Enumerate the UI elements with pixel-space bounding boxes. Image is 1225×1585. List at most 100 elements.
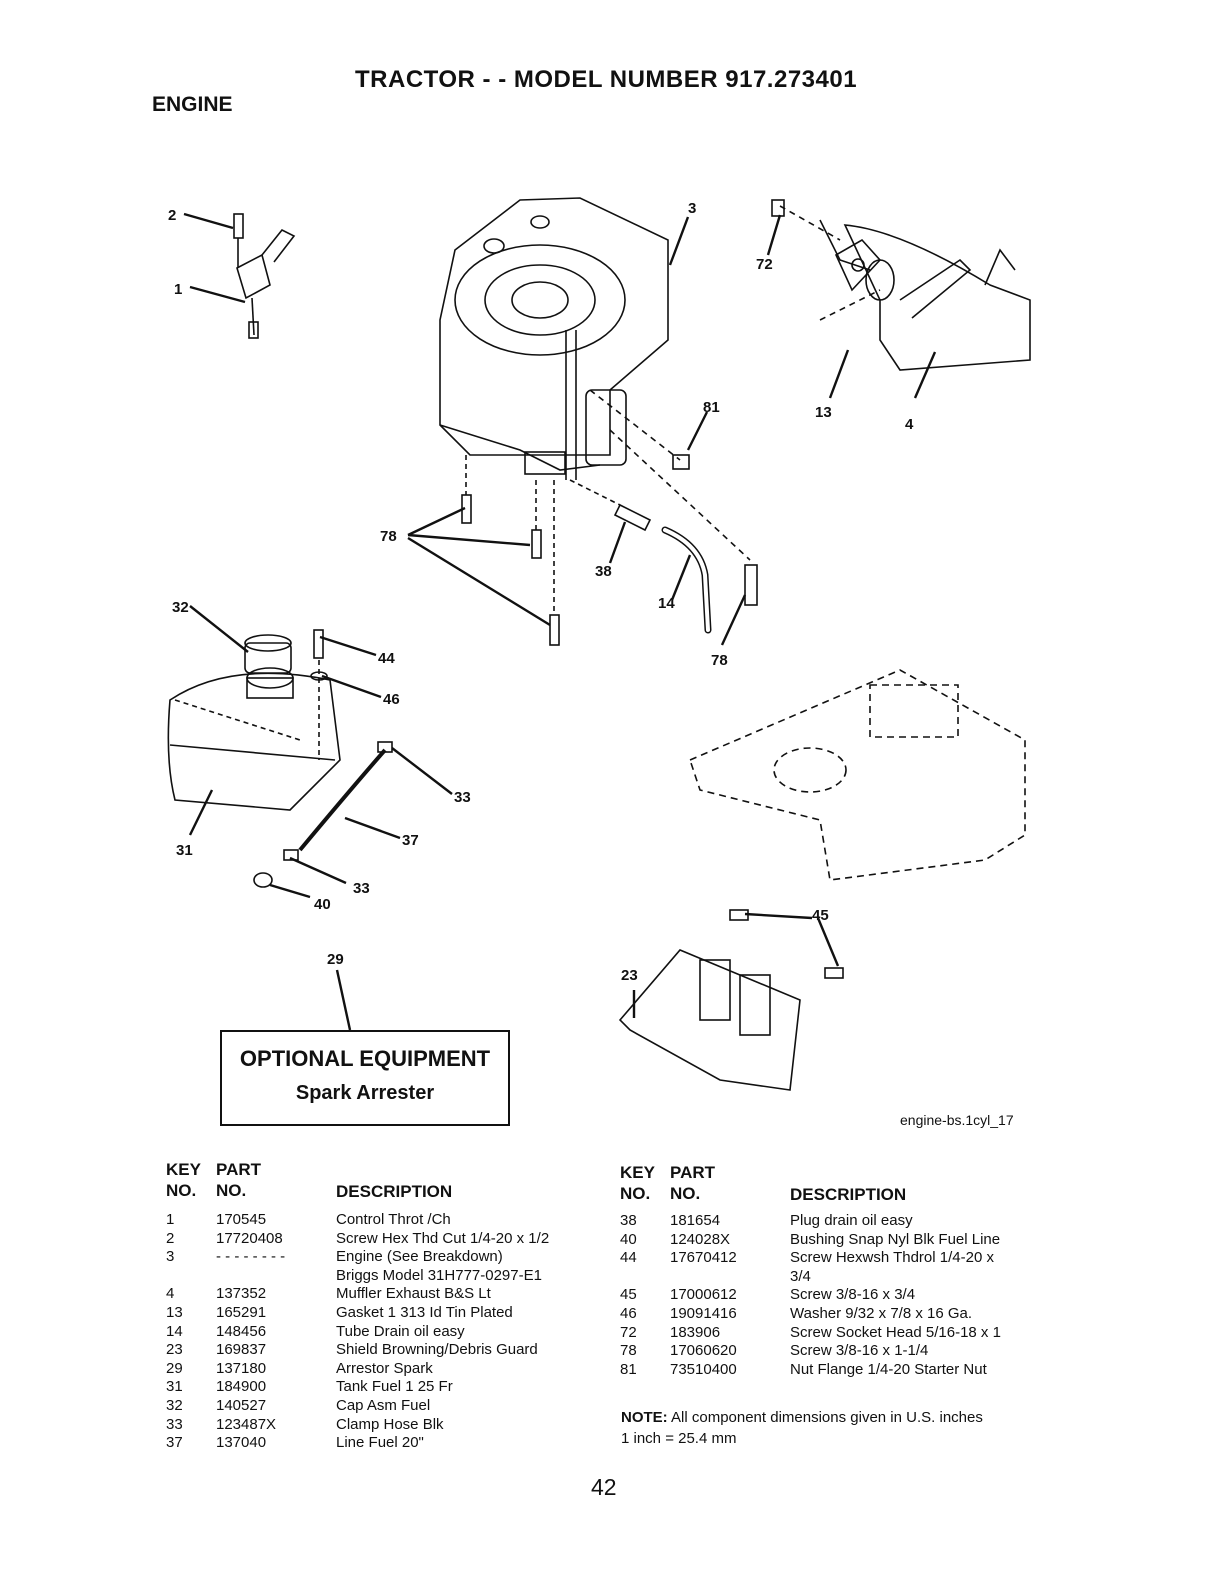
callout-13: 13 [815,404,832,421]
page-number: 42 [591,1474,617,1500]
description-cell: Line Fuel 20" [336,1434,424,1452]
key-cell: 81 [620,1360,637,1378]
fuel-tank-drawing [167,667,341,811]
key-cell: 45 [620,1286,637,1304]
frame-drawing [689,669,1026,881]
description-cell: Tank Fuel 1 25 Fr [336,1378,453,1396]
key-cell: 33 [166,1415,183,1433]
key-cell: 23 [166,1341,183,1359]
part-number-cell: 169837 [216,1341,267,1359]
section-title: ENGINE [152,93,233,116]
callout-45: 45 [812,907,829,924]
part-number-cell: 17060620 [670,1342,737,1360]
callout-33: 33 [454,789,471,806]
part-number-cell: 165291 [216,1304,267,1321]
description-cell: Engine (See Breakdown) [336,1248,503,1266]
key-cell: 1 [166,1211,175,1228]
part-number-cell: 137352 [216,1285,267,1303]
part-number-cell: 184900 [216,1378,267,1396]
description-cell: Muffler Exhaust B&S Lt [336,1285,491,1303]
description-cell: Nut Flange 1/4-20 Starter Nut [790,1360,987,1378]
note-text: All component dimensions given in U.S. i… [671,1409,983,1426]
callout-38: 38 [595,563,612,580]
description-cell: Briggs Model 31H777-0297-E1 [336,1266,542,1284]
callout-4: 4 [905,416,914,433]
callout-29: 29 [327,951,344,968]
description-cell: Bushing Snap Nyl Blk Fuel Line [790,1230,1001,1248]
note-label: NOTE: [621,1409,668,1426]
col-key-header-bottom: NO. [620,1184,651,1203]
key-cell: 4 [166,1285,175,1303]
callout-labels: 2 1 3 72 81 13 4 78 38 14 78 32 44 46 33… [168,200,914,984]
description-cell: Cap Asm Fuel [336,1397,431,1414]
col-key-header-top: KEY [620,1163,655,1182]
optional-equipment-title: OPTIONAL EQUIPMENT [239,1046,491,1071]
part-number-cell: 140527 [216,1397,267,1414]
callout-1: 1 [174,281,182,298]
key-cell: 32 [166,1397,183,1414]
col-key-header-bottom: NO. [166,1181,197,1200]
description-cell: Tube Drain oil easy [336,1322,465,1340]
part-number-cell: 17670412 [670,1249,737,1267]
page-title: TRACTOR - - MODEL NUMBER 917.273401 [355,66,858,93]
note-conversion: 1 inch = 25.4 mm [621,1430,737,1447]
key-cell: 29 [166,1359,183,1377]
optional-equipment-box: OPTIONAL EQUIPMENT Spark Arrester [220,1030,510,1126]
part-number-cell: 148456 [216,1322,267,1340]
key-cell: 72 [620,1323,637,1341]
col-part-header-bottom: NO. [216,1181,247,1200]
part-number-cell: 123487X [216,1415,277,1433]
callout-37: 37 [402,832,419,849]
part-number-cell: - - - - - - - - [216,1248,286,1266]
key-cell: 40 [620,1230,637,1248]
part-number-cell: 137040 [216,1434,267,1452]
description-cell: Gasket 1 313 Id Tin Plated [336,1304,513,1321]
col-description-header: DESCRIPTION [336,1182,453,1201]
key-cell: 38 [620,1212,637,1229]
part-number-cell: 181654 [670,1212,721,1229]
col-part-header-top: PART [216,1160,262,1179]
exploded-parts-diagram: 2 1 3 72 81 13 4 78 38 14 78 32 44 46 33… [167,197,1031,1091]
key-cell: 78 [620,1342,637,1360]
callout-31: 31 [176,842,193,859]
leader-lines [183,212,937,1031]
engine-drawing [439,197,669,480]
callout-46: 46 [383,691,400,708]
callout-40: 40 [314,896,331,913]
part-number-cell: 19091416 [670,1305,737,1322]
callout-72: 72 [756,256,773,273]
diagram-reference-code: engine-bs.1cyl_17 [900,1112,1014,1128]
key-cell: 37 [166,1434,183,1452]
description-cell: 3/4 [790,1267,811,1285]
col-key-header-top: KEY [166,1160,201,1179]
callout-3: 3 [688,200,696,217]
muffler-drawing [819,219,1031,371]
key-cell: 31 [166,1378,183,1396]
description-cell: Screw Socket Head 5/16-18 x 1 [790,1323,1001,1341]
key-cell: 14 [166,1322,183,1340]
description-cell: Control Throt /Ch [336,1211,451,1228]
throttle-control-drawing [233,213,296,339]
description-cell: Clamp Hose Blk [336,1415,444,1433]
part-number-cell: 73510400 [670,1360,737,1378]
callout-14: 14 [658,595,675,612]
callout-78: 78 [380,528,397,545]
key-cell: 44 [620,1249,637,1267]
optional-equipment-item: Spark Arrester [295,1082,435,1104]
debris-guard-drawing [618,949,801,1091]
description-cell: Screw 3/8-16 x 1-1/4 [790,1342,929,1360]
description-cell: Screw Hex Thd Cut 1/4-20 x 1/2 [336,1229,550,1247]
description-cell: Screw 3/8-16 x 3/4 [790,1286,916,1304]
part-number-cell: 124028X [670,1230,731,1248]
part-number-cell: 170545 [216,1211,267,1228]
callout-81: 81 [703,399,720,416]
part-number-cell: 17720408 [216,1229,283,1247]
units-note: NOTE: All component dimensions given in … [621,1407,1061,1449]
col-part-header-top: PART [670,1163,716,1182]
callout-44: 44 [378,650,395,667]
callout-32: 32 [172,599,189,616]
part-number-cell: 183906 [670,1323,721,1341]
description-cell: Arrestor Spark [336,1359,433,1377]
col-description-header: DESCRIPTION [790,1185,907,1204]
